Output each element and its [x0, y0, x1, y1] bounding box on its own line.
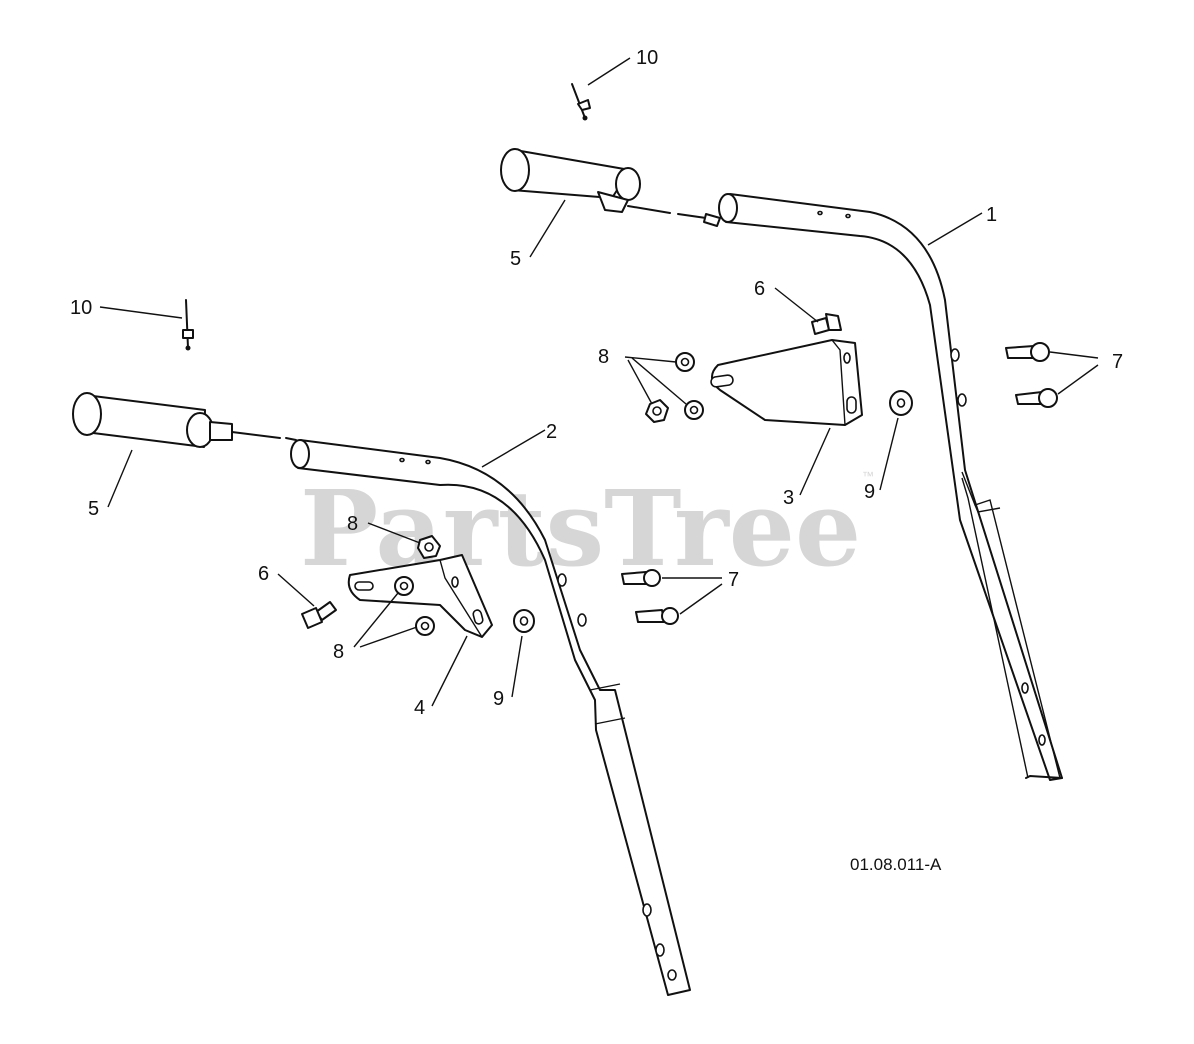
leader-lines [99, 57, 1099, 707]
right-bolt [811, 313, 842, 335]
callout-labels: 1 2 3 4 5 5 6 6 7 7 8 8 8 9 9 10 10 [70, 47, 1123, 719]
callout-5-lower: 5 [88, 498, 99, 520]
right-washer [889, 390, 913, 416]
callout-3: 3 [783, 487, 794, 509]
upper-rivet [571, 83, 591, 121]
left-handle-tube [290, 439, 691, 996]
upper-grip [500, 148, 721, 227]
callout-10-lower: 10 [70, 297, 92, 319]
left-bolt [301, 601, 337, 629]
callout-8-left-bottom: 8 [333, 641, 344, 663]
watermark-trademark: ™ [862, 469, 874, 483]
callout-7-upper: 7 [1112, 351, 1123, 373]
callout-2: 2 [546, 421, 557, 443]
right-bracket [710, 339, 863, 426]
callout-8-left-top: 8 [347, 513, 358, 535]
lower-carriage-bolts [621, 569, 679, 625]
callout-8-right: 8 [598, 346, 609, 368]
right-handle-tube [718, 193, 1063, 781]
left-bracket [347, 554, 493, 638]
lower-rivet [182, 299, 194, 351]
drawing-code: 01.08.011-A [850, 855, 942, 874]
callout-6-upper: 6 [754, 278, 765, 300]
callout-10-upper: 10 [636, 47, 658, 69]
left-washer [513, 609, 535, 633]
left-nuts [394, 535, 441, 636]
callout-4: 4 [414, 697, 425, 719]
callout-1: 1 [986, 204, 997, 226]
lower-grip [72, 392, 297, 448]
upper-carriage-bolts [1005, 342, 1058, 408]
callout-9-right: 9 [864, 481, 875, 503]
callout-9-left: 9 [493, 688, 504, 710]
callout-7-lower: 7 [728, 569, 739, 591]
callout-6-lower: 6 [258, 563, 269, 585]
callout-5-upper: 5 [510, 248, 521, 270]
right-nuts [645, 352, 704, 423]
